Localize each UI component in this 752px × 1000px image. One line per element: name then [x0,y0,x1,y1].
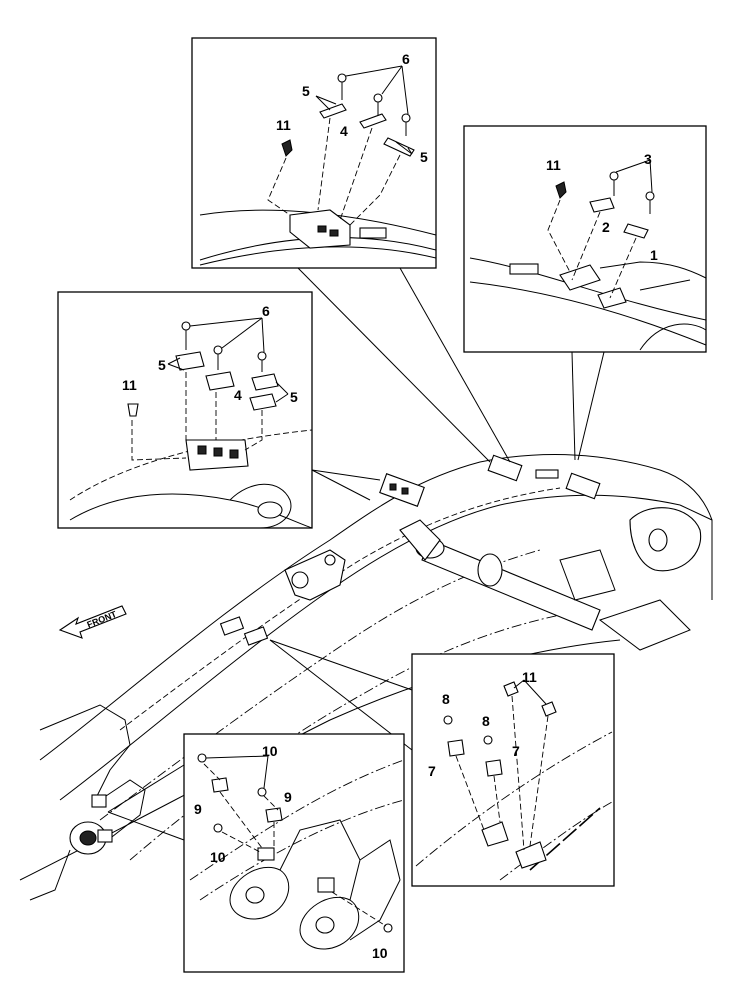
callout-label: 5 [158,357,166,373]
callout-label: 7 [428,763,436,779]
callout-label: 8 [482,713,490,729]
inset-top-center: 6 5 4 5 11 [191,37,437,269]
callout-label: 4 [340,123,348,139]
callout-label: 6 [402,51,410,67]
boom-clamp-group-foot [91,794,113,843]
boom-clamp-group-mid [219,616,269,646]
callout-label: 5 [302,83,310,99]
inset-left: 6 5 4 5 11 [57,291,313,529]
callout-label: 11 [546,157,561,173]
callout-label: 9 [284,789,292,805]
callout-label: 8 [442,691,450,707]
callout-leaders [107,267,605,841]
inset-top-right: 11 3 2 1 [463,125,707,353]
callout-label: 11 [276,117,291,133]
callout-label: 5 [290,389,298,405]
callout-label: 9 [194,801,202,817]
boom-clamp-group-left [379,473,425,507]
callout-label: 4 [234,387,242,403]
front-arrow: FRONT [58,605,127,639]
boom-clamp-group-right [487,454,601,500]
boom-assembly [19,453,713,901]
callout-label: 7 [512,743,520,759]
callout-label: 10 [210,849,226,865]
callout-label: 10 [372,945,388,961]
callout-label: 11 [522,669,537,685]
callout-label: 5 [420,149,428,165]
front-label: FRONT [86,609,119,630]
inset-bottom-right: 11 8 8 7 7 [411,653,615,887]
callout-label: 1 [650,247,658,263]
callout-label: 11 [122,377,137,393]
callout-label: 6 [262,303,270,319]
inset-bottom-left: 10 9 9 10 10 [183,733,405,973]
callout-label: 2 [602,219,610,235]
callout-label: 3 [644,151,652,167]
callout-label: 10 [262,743,278,759]
